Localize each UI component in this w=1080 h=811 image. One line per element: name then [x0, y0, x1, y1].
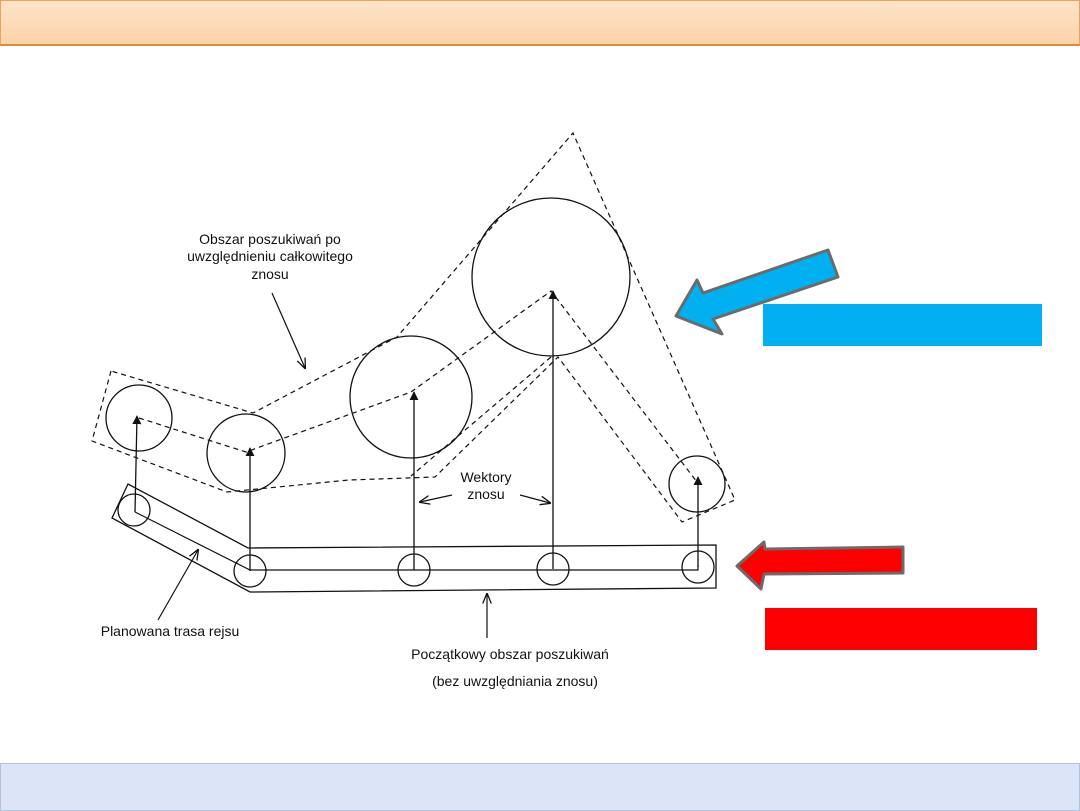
- planned-route-line: [134, 511, 699, 571]
- label-pointer: [157, 550, 198, 621]
- initial-search-area-outline: [111, 483, 717, 593]
- drifted-search-circle: [105, 384, 173, 452]
- initial-area-label-line1: Początkowy obszar poszukiwań: [411, 646, 609, 662]
- label-pointer: [271, 292, 305, 368]
- drifted-search-circle: [471, 197, 631, 357]
- drifted-search-circle: [206, 413, 286, 493]
- total-drift-search-area: [91, 131, 736, 523]
- planned-route-label: Planowana trasa rejsu: [101, 623, 240, 639]
- blue-callout-arrow: [674, 248, 840, 336]
- label-pointer: [420, 494, 453, 502]
- initial-area-label-line2: (bez uwzględniania znosu): [432, 673, 598, 689]
- drifted-search-circle: [668, 455, 726, 513]
- search-area-label-line3: znosu: [251, 266, 288, 282]
- drift-vectors-label-line1: Wektory: [460, 469, 511, 485]
- red-callout-arrow: [735, 540, 905, 591]
- drifted-center-path: [410, 356, 552, 477]
- label-pointer: [519, 494, 550, 503]
- search-area-label-line2: uwzględnieniu całkowitego: [187, 248, 353, 264]
- drift-vector: [132, 415, 142, 513]
- slide-footer-bar: [0, 763, 1080, 811]
- blue-highlight-box: [763, 304, 1042, 346]
- initial-position-circle: [117, 493, 151, 527]
- drifted-center-path: [138, 290, 698, 483]
- drifted-search-circle: [349, 335, 473, 459]
- search-area-label-line1: Obszar poszukiwań po: [199, 231, 341, 247]
- red-highlight-box: [765, 608, 1037, 650]
- drift-vectors-label-line2: znosu: [467, 486, 504, 502]
- slide-title-bar: [0, 0, 1080, 46]
